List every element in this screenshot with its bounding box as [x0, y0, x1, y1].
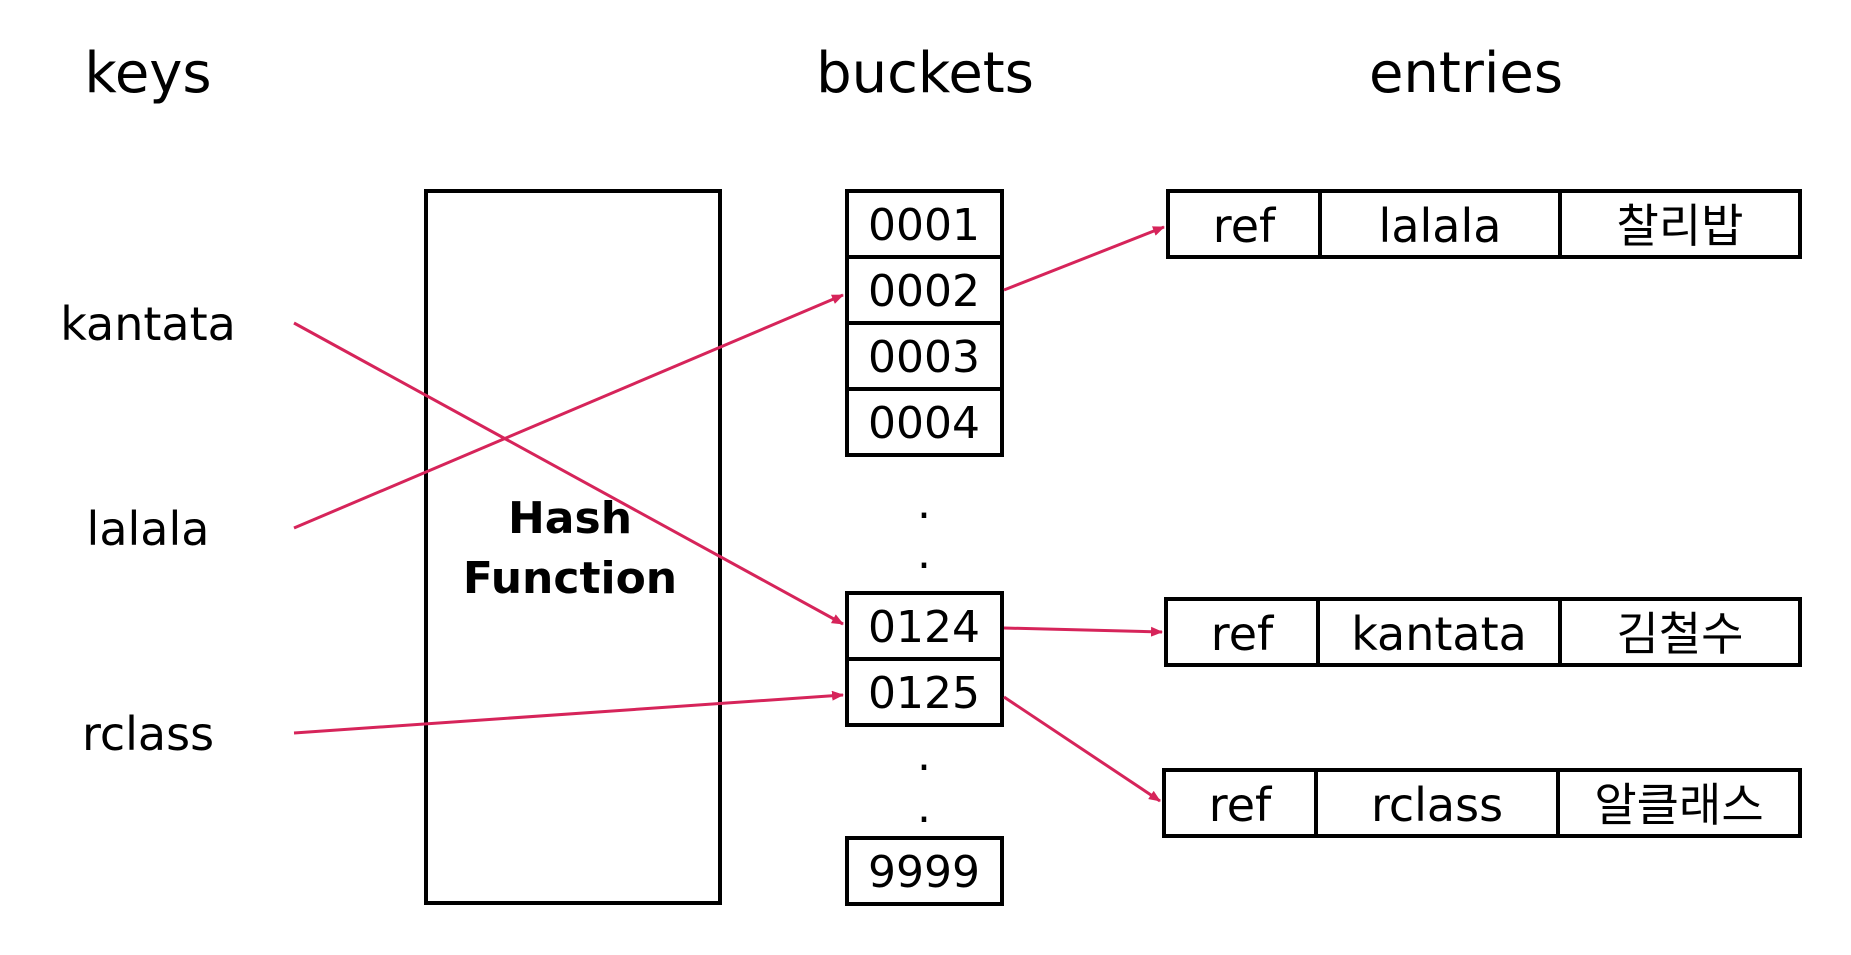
bucket-label-0003: 0003 — [868, 332, 980, 383]
ellipsis-dot: . — [917, 478, 931, 529]
arrow-bucket-to-entry-lalala — [1003, 225, 1165, 292]
ellipsis-dot: . — [917, 782, 931, 833]
bucket-label-0124: 0124 — [868, 602, 980, 653]
bucket-cell-0004 — [845, 387, 1004, 457]
entry-value-cell: 김철수 — [1617, 607, 1744, 661]
hash-function-box — [424, 189, 722, 905]
bucket-cell-9999 — [845, 836, 1004, 906]
key-label-kantata: kantata — [60, 297, 236, 351]
bucket-label-0001: 0001 — [868, 200, 980, 251]
entry-ref-cell: ref — [1213, 199, 1277, 253]
arrow-rclass-to-bucket — [293, 690, 844, 735]
entry-key-cell: rclass — [1371, 778, 1503, 832]
entry-key-cell: kantata — [1351, 607, 1527, 661]
buckets-heading: buckets — [816, 41, 1034, 106]
key-label-lalala: lalala — [87, 502, 210, 556]
entry-value-cell: 찰리밥 — [1617, 199, 1744, 253]
arrow-kantata-to-bucket — [293, 321, 844, 626]
entry-value-cell: 알클래스 — [1594, 778, 1763, 832]
keys-heading: keys — [84, 41, 211, 106]
hash-function-label-line1: Hash — [508, 493, 632, 544]
entry-row-kantata — [1164, 597, 1802, 667]
entry-row-lalala — [1166, 189, 1802, 259]
bucket-label-0002: 0002 — [868, 266, 980, 317]
bucket-label-0004: 0004 — [868, 398, 980, 449]
entry-ref-cell: ref — [1209, 778, 1273, 832]
entry-key-cell: lalala — [1379, 199, 1502, 253]
key-label-rclass: rclass — [82, 707, 214, 761]
entries-heading: entries — [1369, 41, 1563, 106]
arrow-bucket-to-entry-kantata — [1003, 626, 1163, 637]
hash-function-label-line2: Function — [463, 553, 677, 604]
entry-ref-cell: ref — [1211, 607, 1275, 661]
entry-row-rclass — [1162, 768, 1802, 838]
arrow-bucket-to-entry-rclass — [1003, 695, 1161, 803]
bucket-cell-0125 — [845, 657, 1004, 727]
ellipsis-dot: . — [917, 528, 931, 579]
arrow-lalala-to-bucket — [293, 293, 844, 530]
bucket-label-9999: 9999 — [868, 847, 980, 898]
bucket-label-0125: 0125 — [868, 668, 980, 719]
ellipsis-dot: . — [917, 730, 931, 781]
